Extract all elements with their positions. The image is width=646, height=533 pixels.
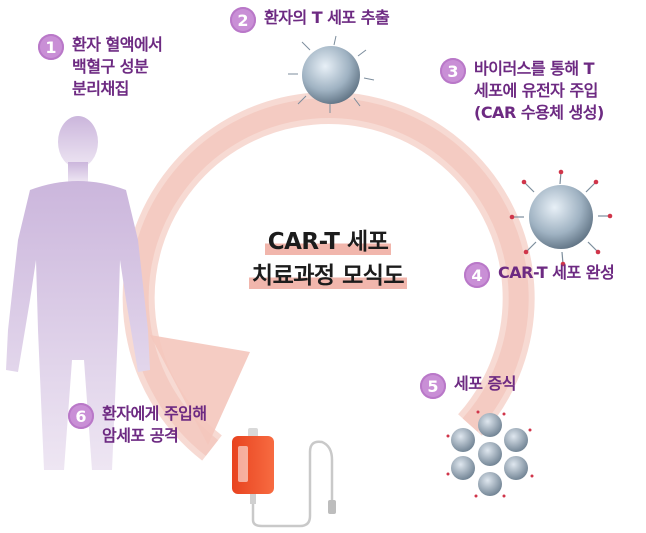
step-5-badge: 5 bbox=[420, 373, 446, 399]
patient-silhouette-icon bbox=[6, 116, 150, 470]
step-6-badge: 6 bbox=[68, 403, 94, 429]
step-6: 6 환자에게 주입해 암세포 공격 bbox=[68, 403, 207, 447]
step-3-badge: 3 bbox=[440, 58, 466, 84]
iv-bag-icon bbox=[232, 428, 336, 528]
step-2-label: 환자의 T 세포 추출 bbox=[264, 8, 390, 27]
car-t-cell-icon bbox=[509, 169, 613, 267]
step-3-label: 바이러스를 통해 T 세포에 유전자 주입 (CAR 수용체 생성) bbox=[474, 59, 604, 122]
cycle-arrowhead bbox=[150, 335, 250, 445]
step-1-badge: 1 bbox=[38, 34, 64, 60]
proliferating-cells-icon bbox=[446, 410, 534, 498]
step-2-badge: 2 bbox=[230, 7, 256, 33]
step-6-label: 환자에게 주입해 암세포 공격 bbox=[102, 404, 207, 445]
step-4: 4 CAR-T 세포 완성 bbox=[464, 262, 615, 288]
step-1-label: 환자 혈액에서 백혈구 성분 분리채집 bbox=[72, 35, 163, 98]
step-2: 2 환자의 T 세포 추출 bbox=[230, 7, 390, 33]
step-1: 1 환자 혈액에서 백혈구 성분 분리채집 bbox=[38, 34, 163, 100]
title-line-2: 치료과정 모식도 bbox=[248, 263, 408, 289]
t-cell-icon bbox=[288, 35, 375, 113]
step-3: 3 바이러스를 통해 T 세포에 유전자 주입 (CAR 수용체 생성) bbox=[440, 58, 604, 124]
step-5-label: 세포 증식 bbox=[454, 374, 516, 393]
step-4-badge: 4 bbox=[464, 262, 490, 288]
step-4-label: CAR-T 세포 완성 bbox=[498, 263, 615, 282]
step-5: 5 세포 증식 bbox=[420, 373, 516, 399]
title-line-1: CAR-T 세포 bbox=[264, 229, 392, 255]
diagram-title: CAR-T 세포 치료과정 모식도 bbox=[228, 225, 428, 293]
